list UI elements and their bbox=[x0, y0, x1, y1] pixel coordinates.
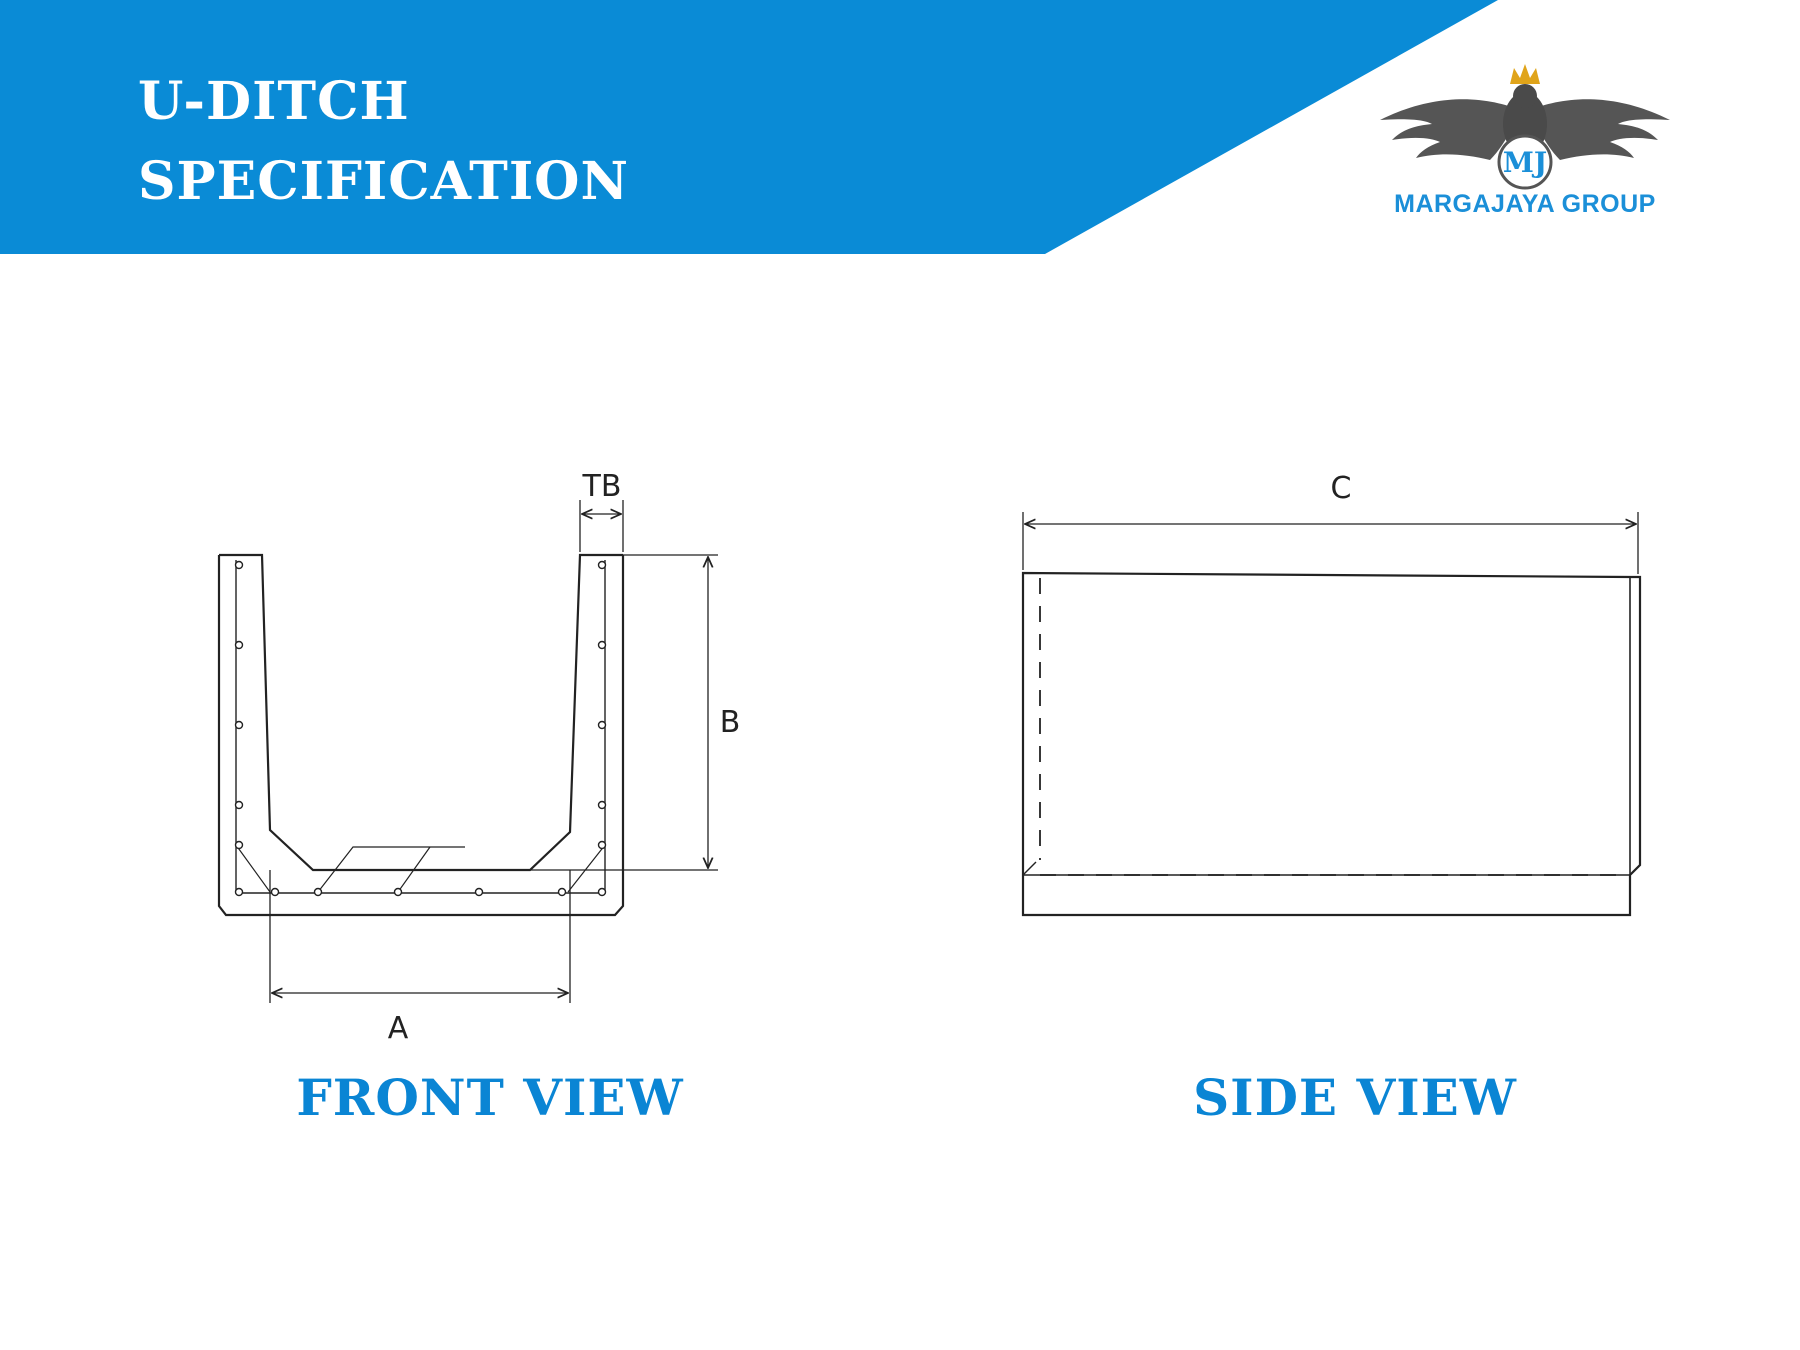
dimension-c-label: C bbox=[1331, 471, 1352, 506]
dimension-c bbox=[1022, 512, 1639, 574]
side-view-label: SIDE VIEW bbox=[1193, 1068, 1517, 1127]
title-line-2: SPECIFICATION bbox=[138, 151, 629, 212]
logo-company-name: MARGAJAYA GROUP bbox=[1394, 190, 1656, 218]
front-view-label: FRONT VIEW bbox=[296, 1068, 684, 1127]
winged-crown-logo-icon: MJ bbox=[1380, 64, 1670, 190]
dimension-b-label: B bbox=[720, 705, 741, 740]
title-line-1: U-DITCH bbox=[138, 71, 410, 132]
front-view-rebar-dots bbox=[234, 560, 607, 897]
dimension-tb bbox=[579, 500, 624, 552]
side-view-drawing bbox=[1021, 571, 1642, 917]
dimension-b bbox=[530, 554, 718, 871]
dimension-a-label: A bbox=[388, 1011, 409, 1046]
page-title: U-DITCH SPECIFICATION bbox=[138, 62, 629, 222]
dimension-a bbox=[269, 870, 571, 1003]
header-banner bbox=[0, 0, 1498, 254]
logo-monogram: MJ bbox=[1503, 146, 1547, 179]
company-logo: MJ MARGAJAYA GROUP bbox=[1370, 58, 1680, 228]
dimension-tb-label: TB bbox=[582, 469, 622, 504]
front-view-drawing bbox=[217, 553, 625, 917]
